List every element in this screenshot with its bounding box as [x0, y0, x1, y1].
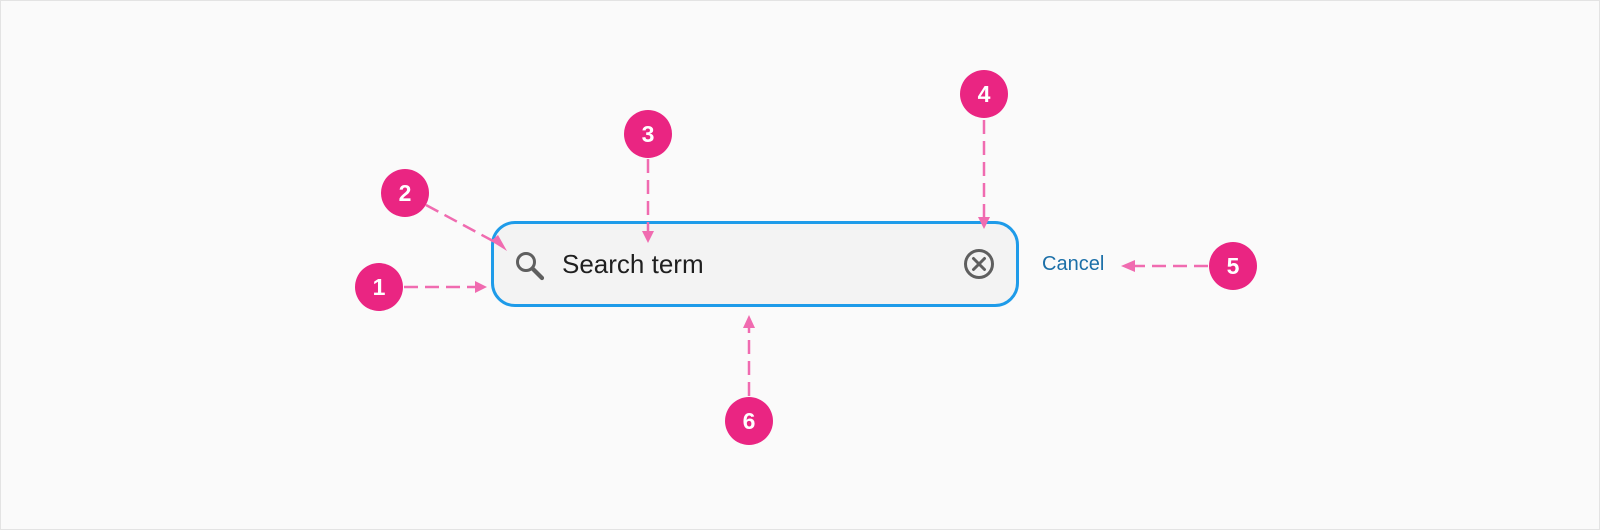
- callout-3-number: 3: [642, 121, 655, 147]
- callout-2-badge: 2: [381, 169, 429, 217]
- callout-1-badge: 1: [355, 263, 403, 311]
- search-bar[interactable]: [491, 221, 1019, 307]
- callout-5-badge: 5: [1209, 242, 1257, 290]
- clear-button[interactable]: [962, 247, 996, 281]
- cancel-button[interactable]: Cancel: [1042, 253, 1105, 275]
- callout-5-number: 5: [1227, 253, 1240, 279]
- clear-circle-icon: [962, 249, 996, 284]
- callout-6-number: 6: [743, 408, 756, 434]
- search-icon: [514, 250, 546, 282]
- callout-1-number: 1: [373, 274, 386, 300]
- callout-4-number: 4: [978, 81, 991, 107]
- callout-4-badge: 4: [960, 70, 1008, 118]
- callout-6-arrowhead: [743, 315, 755, 328]
- callout-2-number: 2: [399, 180, 412, 206]
- callout-1-arrowhead: [475, 281, 487, 293]
- search-input[interactable]: [562, 242, 942, 286]
- callout-5-arrowhead: [1121, 260, 1135, 272]
- callout-2-line: [425, 203, 494, 243]
- callout-6-badge: 6: [725, 397, 773, 445]
- callout-3-badge: 3: [624, 110, 672, 158]
